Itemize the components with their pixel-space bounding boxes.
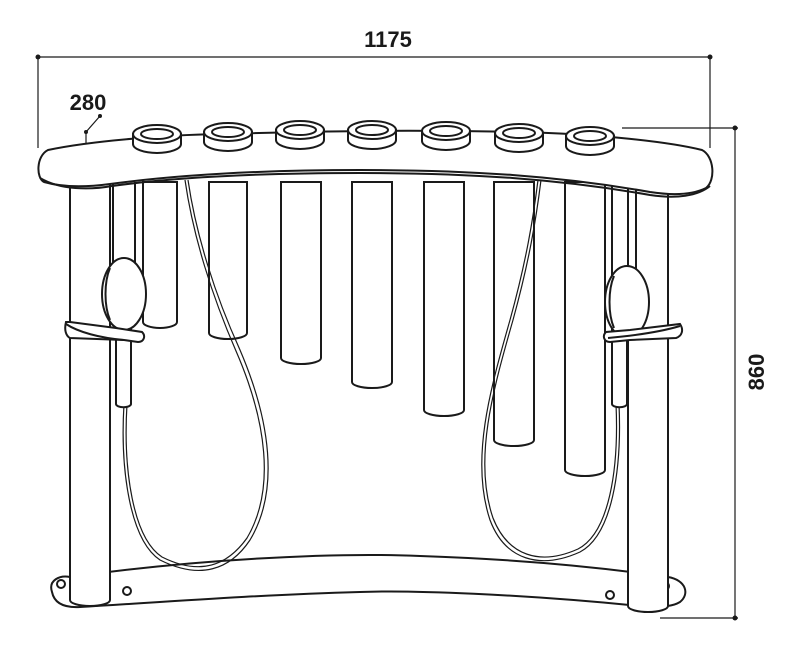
pipe-1	[142, 181, 178, 329]
width-label: 1175	[364, 27, 412, 52]
width-dimension: 1175	[35, 27, 713, 148]
left-mallet	[101, 257, 147, 409]
cup-6	[494, 123, 544, 153]
base-plate	[50, 553, 687, 609]
cup-5	[421, 121, 471, 151]
cup-7	[565, 126, 615, 156]
pipe-4	[351, 181, 393, 389]
height-label: 860	[744, 354, 769, 391]
depth-label: 280	[70, 90, 107, 115]
cup-4	[347, 120, 397, 150]
height-dimension: 860	[622, 125, 769, 621]
cables	[122, 179, 621, 571]
left-clamp	[64, 321, 146, 344]
pipe-6	[493, 181, 535, 447]
pipe-5	[423, 181, 465, 417]
right-post	[627, 181, 669, 613]
pipes	[142, 181, 606, 477]
cup-2	[203, 122, 253, 152]
left-mallet-handle	[115, 319, 132, 409]
cup-3	[275, 120, 325, 150]
left-post	[69, 181, 111, 607]
pipe-2	[208, 181, 248, 340]
depth-dimension: 280	[70, 90, 107, 182]
pipe-7	[564, 181, 606, 477]
pipe-3	[280, 181, 322, 365]
tuning-cups	[132, 120, 615, 156]
cup-1	[132, 124, 182, 154]
right-mallet-head	[604, 265, 650, 339]
